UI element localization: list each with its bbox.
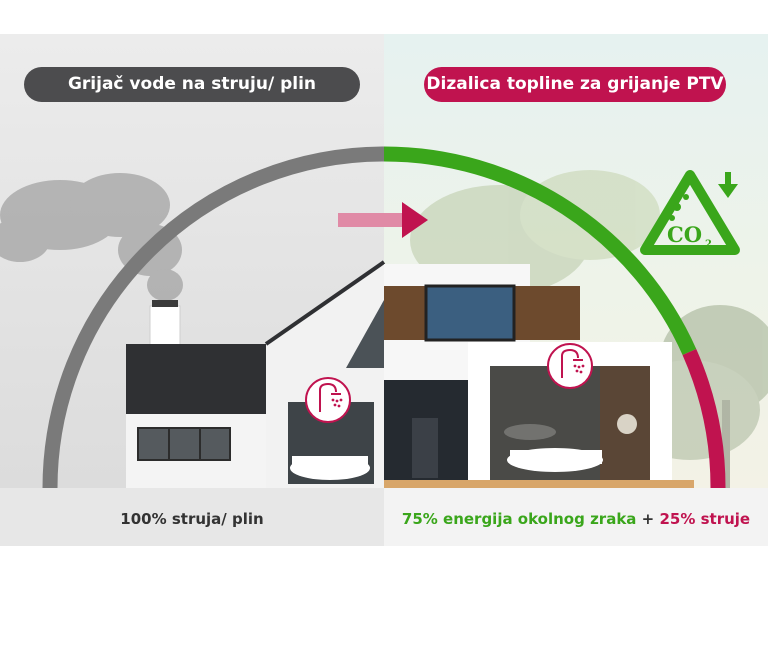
left-caption-strip [0, 488, 384, 546]
left-energy-caption: 100% struja/ plin [120, 510, 264, 528]
arrow-right-icon [338, 202, 428, 238]
gray-energy-arc [42, 146, 385, 489]
modern-house [346, 264, 694, 488]
old-house [126, 260, 386, 488]
electricity-share: 25% struje [659, 510, 751, 528]
green-energy-arc [383, 146, 697, 356]
co2-subscript: 2 [705, 239, 712, 250]
shower-icon [547, 343, 593, 389]
co2-text: CO [667, 222, 702, 247]
right-energy-caption: 75% energija okolnog zraka + 25% struje [384, 510, 768, 528]
shower-icon [305, 377, 351, 423]
ambient-air-share: 75% energija okolnog zraka [401, 510, 637, 528]
co2-reduction-icon: CO 2 [640, 170, 740, 255]
electric-gas-heater-label: Grijač vode na struju/ plin [24, 67, 360, 102]
heat-pump-label: Dizalica topline za grijanje PTV [424, 67, 726, 102]
plus-sign: + [641, 510, 655, 528]
right-caption-strip [384, 488, 768, 546]
red-energy-arc [682, 348, 726, 489]
arrow-down-icon [718, 172, 738, 198]
